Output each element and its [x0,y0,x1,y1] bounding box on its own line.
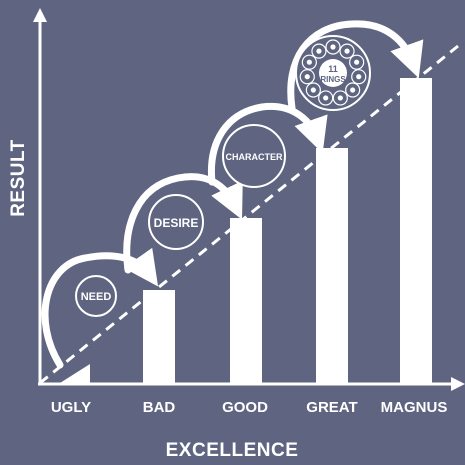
axes [33,8,465,391]
globe-icon [299,69,315,85]
x-axis-title: EXCELLENCE [166,440,299,461]
node-rings-number: 11 [328,64,338,74]
node-character-label: CHARACTER [226,152,283,162]
category-magnus: MAGNUS [381,399,448,416]
chart-icon [332,90,348,106]
handshake-icon [318,90,334,106]
arrow-good-to-great [207,102,328,186]
bar-great [316,148,348,383]
arrow-bad-to-good [123,173,243,274]
dumbbell-icon [305,82,321,98]
trend-line [39,44,459,385]
bar-bad [143,290,175,383]
node-desire-label: DESIRE [154,216,199,230]
category-labels: UGLY BAD GOOD GREAT MAGNUS [51,399,447,416]
category-ugly: UGLY [51,399,91,416]
bar-good [230,218,262,383]
node-11-rings: 11 RINGS [295,35,371,111]
trophy-icon [325,39,341,55]
star-icon [311,43,327,59]
bar-magnus [400,78,432,383]
node-need: NEED [75,275,117,317]
node-desire: DESIRE [148,194,204,250]
category-good: GOOD [222,399,268,416]
ring-icons [299,39,367,106]
node-rings-label: RINGS [320,75,346,84]
lightbulb-icon [301,54,317,70]
category-bad: BAD [143,399,176,416]
progress-arrows [41,20,424,369]
book-icon [351,69,367,85]
node-character: CHARACTER [222,124,286,188]
category-great: GREAT [306,399,357,416]
arrow-ugly-to-bad [41,247,159,369]
people-icon [349,54,365,70]
bars [60,78,432,383]
y-axis-arrow [33,8,47,22]
arrow-great-to-magnus [287,20,424,112]
bar-ugly [60,364,90,383]
heart-icon [339,43,355,59]
y-axis-title: RESULT [8,139,29,217]
x-axis-arrow [451,377,465,391]
node-need-label: NEED [81,291,112,303]
gear-icon [345,82,361,98]
